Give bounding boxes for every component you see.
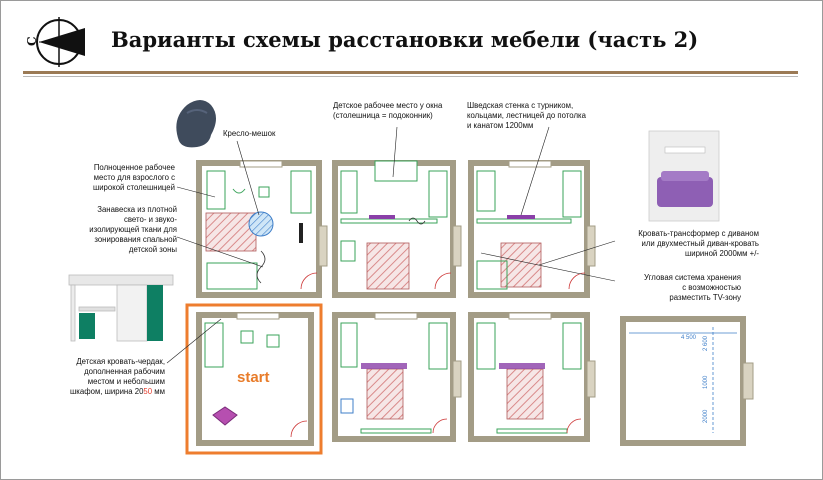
label-corner-storage: Угловая система хранения с возможностью … — [644, 273, 741, 302]
title-rule-thin — [23, 76, 798, 77]
title-rule — [23, 71, 798, 74]
dim-width: 4 500 — [681, 335, 697, 341]
room-plan-1 — [196, 160, 328, 298]
compass-letter: С — [25, 36, 39, 46]
dim-height-mid: 1000 — [703, 375, 709, 389]
room-plan-3 — [468, 160, 596, 298]
label-loft-bed-text: Детская кровать-чердак, дополненная рабо… — [70, 357, 165, 396]
label-transformer-bed: Кровать-трансформер с диваном или двухме… — [638, 229, 759, 258]
loft-bed-photo — [68, 274, 174, 342]
label-desk-window: Детское рабочее место у окна (столешница… — [333, 101, 443, 120]
label-swedish-wall: Шведская стенка с турником, кольцами, ле… — [467, 101, 586, 130]
dim-height-top: 2 600 — [703, 335, 709, 351]
sofa-bed-photo — [648, 130, 720, 222]
label-adult-desk: Полноценное рабочее место для взрослого … — [92, 163, 175, 192]
page-title: Варианты схемы расстановки мебели (часть… — [111, 27, 699, 52]
dim-height-low: 2000 — [703, 409, 709, 423]
room-plan-2 — [332, 160, 462, 298]
north-compass-icon: С — [25, 17, 85, 67]
room-plan-6 — [468, 312, 596, 442]
beanbag-photo — [176, 100, 216, 148]
room-plan-5 — [332, 312, 462, 442]
label-curtain: Занавеска из плотной свето- и звуко- изо… — [89, 205, 177, 254]
room-plan-dimensions: 4 500 2 600 1000 2000 — [620, 316, 754, 446]
leader-lines — [166, 126, 616, 364]
label-loft-bed-highlight: 50 — [143, 387, 153, 396]
room-plan-start — [185, 303, 323, 455]
label-loft-bed: Детская кровать-чердак, дополненная рабо… — [53, 357, 165, 397]
label-loft-bed-unit: мм — [152, 387, 165, 396]
label-armchair-bag: Кресло-мешок — [223, 129, 276, 138]
start-label: start — [237, 369, 270, 386]
